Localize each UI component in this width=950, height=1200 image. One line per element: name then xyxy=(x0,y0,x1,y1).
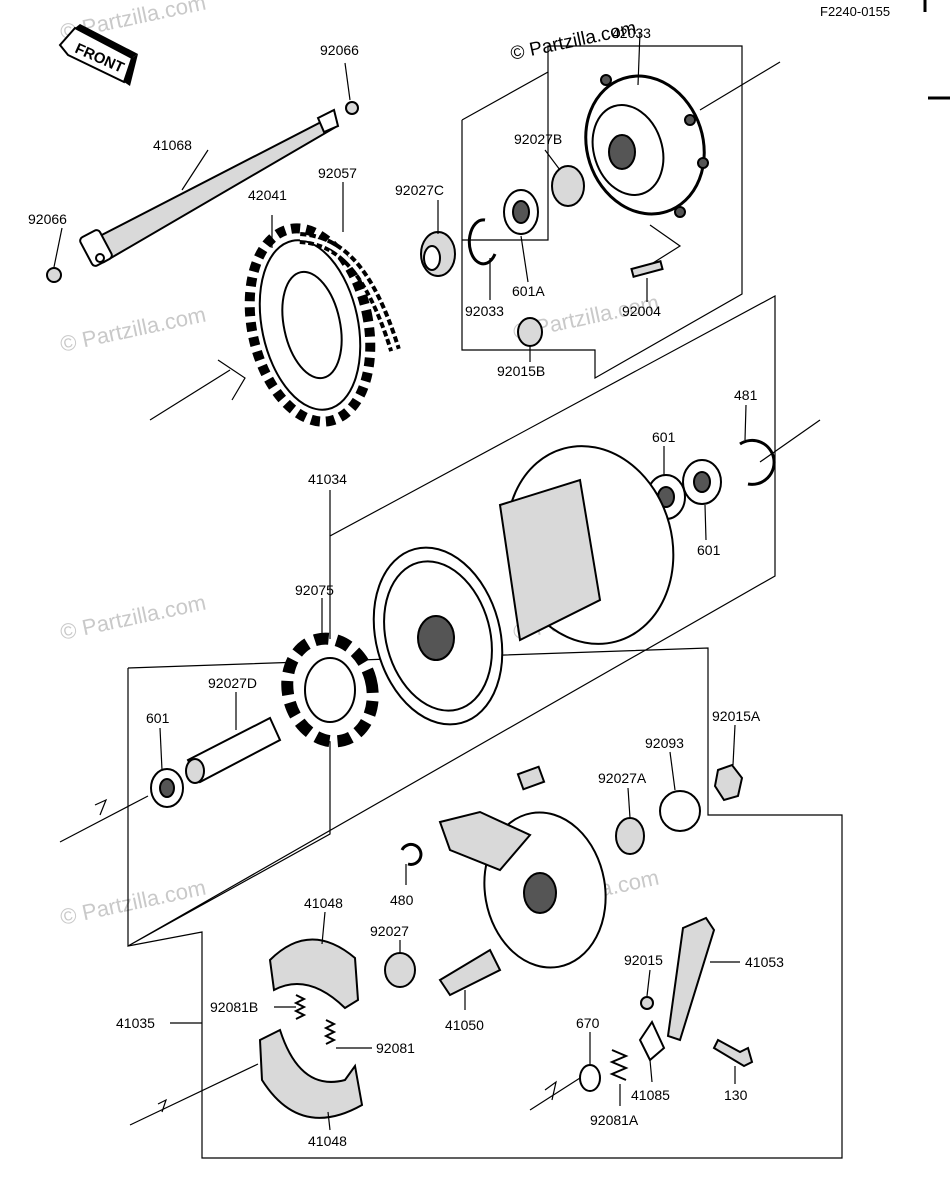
label-92027B: 92027B xyxy=(514,131,562,147)
label-92015A: 92015A xyxy=(712,708,761,724)
nut-92015A xyxy=(713,763,744,802)
brake-shoe-41048-top xyxy=(268,938,360,1010)
nut-92015B xyxy=(517,317,543,347)
label-41050: 41050 xyxy=(445,1017,484,1033)
spring-92081A xyxy=(609,1049,629,1081)
indicator-41085 xyxy=(638,1019,666,1062)
bolt-130 xyxy=(712,1038,754,1068)
stud-92004 xyxy=(630,260,664,278)
label-601-b: 601 xyxy=(697,542,721,558)
collar-92027 xyxy=(384,952,416,988)
circlip-481 xyxy=(739,438,776,486)
label-601A: 601A xyxy=(512,283,545,299)
label-92027: 92027 xyxy=(370,923,409,939)
label-41035: 41035 xyxy=(116,1015,155,1031)
label-92015B: 92015B xyxy=(497,363,545,379)
label-42033: 42033 xyxy=(612,25,651,41)
label-92075: 92075 xyxy=(295,582,334,598)
collar-92027B xyxy=(551,165,585,207)
part-labels: 92066 41068 92066 42041 92057 92027C 920… xyxy=(28,25,784,1149)
label-92027D: 92027D xyxy=(208,675,257,691)
spring-92081B xyxy=(293,994,307,1020)
label-42041: 42041 xyxy=(248,187,287,203)
watermark: © Partzilla.com xyxy=(58,590,208,645)
label-601-c: 601 xyxy=(146,710,170,726)
figure-code: F2240-0155 xyxy=(820,4,890,19)
circlip-92033 xyxy=(467,218,497,266)
label-130: 130 xyxy=(724,1087,748,1103)
label-92027A: 92027A xyxy=(598,770,647,786)
label-41085: 41085 xyxy=(631,1087,670,1103)
label-601-a: 601 xyxy=(652,429,676,445)
brake-arm-41053 xyxy=(666,916,716,1042)
collar-92027A xyxy=(615,817,645,855)
nut-92015 xyxy=(640,996,654,1010)
label-92066-left: 92066 xyxy=(28,211,67,227)
label-92027C: 92027C xyxy=(395,182,444,198)
nut-92066-left xyxy=(46,267,62,283)
sprocket-carrier-42033 xyxy=(584,74,709,218)
label-92066-top: 92066 xyxy=(320,42,359,58)
label-92093: 92093 xyxy=(645,735,684,751)
label-41048-top: 41048 xyxy=(304,895,343,911)
sprocket-42041 xyxy=(244,223,376,427)
label-92057: 92057 xyxy=(318,165,357,181)
label-41048-bot: 41048 xyxy=(308,1133,347,1149)
label-92081A: 92081A xyxy=(590,1112,639,1128)
clip-480 xyxy=(400,842,423,866)
label-92004: 92004 xyxy=(622,303,661,319)
brake-cam-41050 xyxy=(438,948,502,997)
front-direction-tag: FRONT xyxy=(58,24,138,86)
spring-92081 xyxy=(323,1019,337,1045)
brake-panel xyxy=(438,765,607,969)
brake-shoe-41048-bottom xyxy=(258,1028,364,1119)
axle-41068 xyxy=(79,108,340,267)
watermark: © Partzilla.com xyxy=(58,875,208,930)
wheel-hub-41034 xyxy=(372,445,675,726)
damper-92075 xyxy=(281,632,379,748)
label-41068: 41068 xyxy=(153,137,192,153)
label-480: 480 xyxy=(390,892,414,908)
label-92033: 92033 xyxy=(465,303,504,319)
watermark: © Partzilla.com xyxy=(58,302,208,357)
label-481: 481 xyxy=(734,387,758,403)
label-92015: 92015 xyxy=(624,952,663,968)
collar-92093 xyxy=(659,790,701,832)
nut-92066-top xyxy=(345,101,359,115)
label-670: 670 xyxy=(576,1015,600,1031)
label-41053: 41053 xyxy=(745,954,784,970)
ring-670 xyxy=(579,1064,601,1092)
label-92081: 92081 xyxy=(376,1040,415,1056)
label-92081B: 92081B xyxy=(210,999,258,1015)
chain-92057 xyxy=(299,232,401,352)
label-41034: 41034 xyxy=(308,471,347,487)
